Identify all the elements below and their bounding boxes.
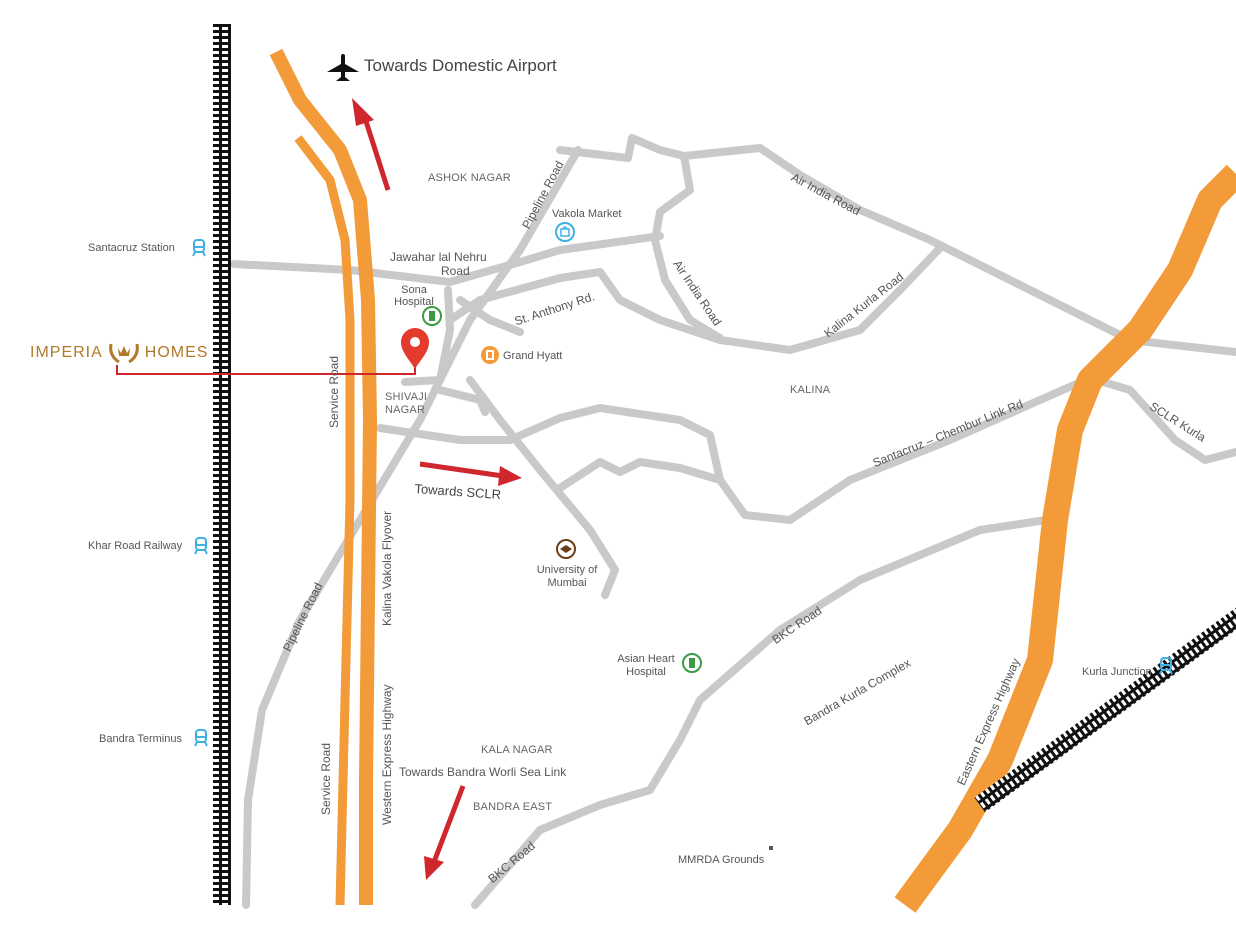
place-sona-1: Sona [401,284,427,296]
road-jln [230,232,664,286]
airplane-icon [327,54,359,81]
road-vakola-loop [556,134,724,342]
location-pin-icon [401,328,429,369]
area-bandra-east: BANDRA EAST [473,801,553,813]
area-shivaji-2: NAGAR [385,404,426,416]
road-shivaji-3 [436,386,489,416]
train-icon [194,729,208,747]
arrow-to-sclr [419,461,522,486]
place-grand-hyatt: Grand Hyatt [503,350,563,362]
place-asian-heart-1: Asian Heart [617,653,675,665]
place-sona-2: Hospital [394,296,434,308]
area-shivaji-1: SHIVAJI [385,391,428,403]
road-network [230,134,1236,909]
road-university [466,376,619,599]
highway-service-road [294,135,355,906]
train-icon [192,239,206,257]
place-university-1: University of [536,564,598,576]
direction-arrows [352,98,522,880]
mmrda-marker [769,846,773,850]
brand-logo: IMPERIA HOMES [30,340,208,366]
university-icon [556,539,576,559]
road-pipeline [242,146,582,909]
rail-western-line [213,24,231,905]
brand-right-word: HOMES [144,344,209,361]
road-sclr-south [556,458,724,492]
road-label-service-bottom: Service Road [319,742,333,815]
road-shivaji-1 [401,286,454,386]
road-shivaji-2 [456,296,524,336]
station-bandra: Bandra Terminus [99,733,182,745]
highway-eeh [894,164,1236,913]
arrow-to-airport [352,98,391,191]
brand-pointer [116,328,429,375]
road-label-jln-1: Jawahar lal Nehru [390,250,487,264]
train-icon [194,537,208,555]
brand-left-word: IMPERIA [30,344,103,361]
road-label-service-top: Service Road [327,355,341,428]
road-bkc [471,516,1050,909]
rail-central-line [974,556,1236,813]
arrow-to-sealink [424,785,466,880]
hospital-icon [422,306,442,326]
area-kala-nagar: KALA NAGAR [481,744,553,756]
road-air-india [680,144,1236,356]
road-label-jln-2: Road [441,264,470,278]
brand-laurel-icon [108,343,139,364]
road-label-weh: Western Express Highway [380,684,394,826]
station-santacruz: Santacruz Station [88,242,175,254]
hospital-icon [682,653,702,673]
shopping-bag-icon [555,222,575,242]
train-icon [1159,657,1173,675]
place-university-2: Mumbai [547,577,587,589]
place-asian-heart-2: Hospital [626,666,666,678]
station-khar: Khar Road Railway [88,540,183,552]
area-kalina: KALINA [790,384,831,396]
road-st-anthony [446,268,794,354]
direction-airport: Towards Domestic Airport [364,56,557,75]
road-kalina-kurla [786,244,944,354]
highways [269,48,1236,913]
road-scl [376,374,1236,524]
place-vakola-market: Vakola Market [552,208,622,220]
highway-weh-outer [269,48,377,905]
place-mmrda: MMRDA Grounds [678,854,765,866]
area-ashok-nagar: ASHOK NAGAR [428,172,511,184]
direction-sealink: Towards Bandra Worli Sea Link [399,765,567,779]
hotel-icon [481,346,499,364]
station-icons [192,239,1173,747]
railways [213,24,1236,905]
road-label-kalina-vakola: Kalina Vakola Flyover [380,510,394,626]
station-kurla: Kurla Junction [1082,666,1152,678]
